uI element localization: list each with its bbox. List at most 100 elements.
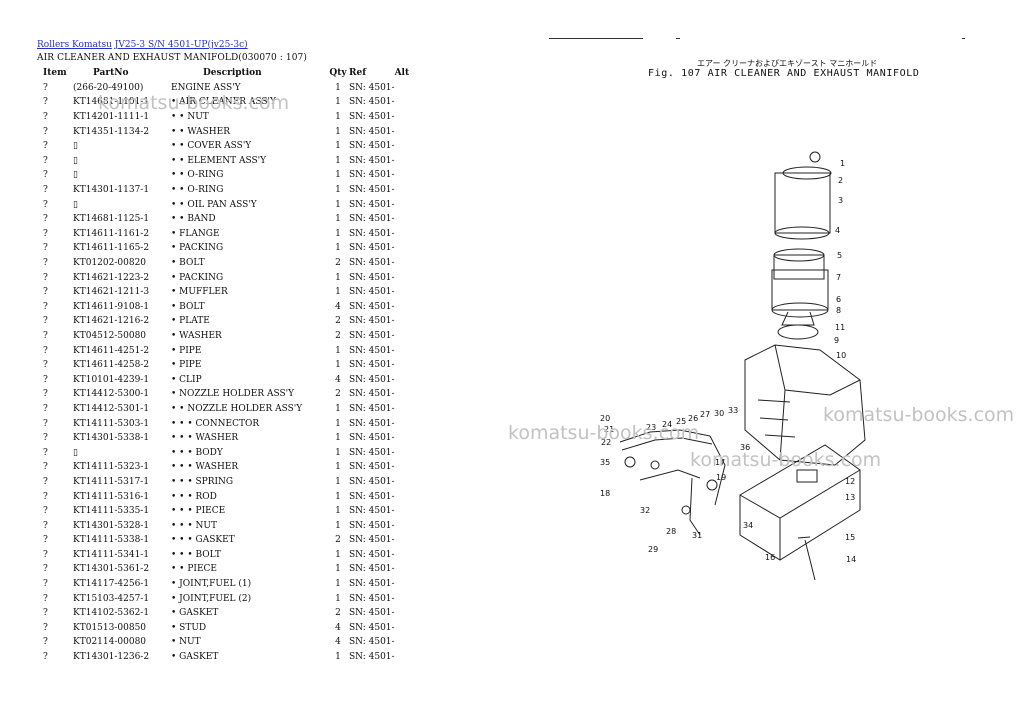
table-header-row: Item PartNo Description Qty Ref Alt	[37, 66, 415, 81]
row-item: ?	[43, 403, 48, 414]
row-qty: 1	[335, 491, 341, 502]
row-qty: 4	[335, 637, 341, 648]
row-item: ?	[43, 170, 48, 181]
row-description: • • • ROD	[171, 491, 217, 502]
row-item: ?	[43, 141, 48, 152]
row-ref: SN: 4501-	[349, 126, 395, 137]
row-description: • MUFFLER	[171, 287, 228, 298]
callout-label: 19	[716, 473, 726, 482]
row-partno: KT14111-5335-1	[73, 506, 150, 517]
row-qty: 1	[335, 287, 341, 298]
row-ref: SN: 4501-	[349, 389, 395, 400]
callout-label: 22	[601, 438, 611, 447]
row-partno: KT01513-00850	[73, 622, 147, 633]
row-item: ?	[43, 126, 48, 137]
row-qty: 4	[335, 301, 341, 312]
callout-label: 6	[836, 295, 841, 304]
row-item: ?	[43, 608, 48, 619]
row-alt	[395, 314, 415, 329]
callout-label: 27	[700, 410, 710, 419]
row-ref: SN: 4501-	[349, 185, 395, 196]
row-description: • • COVER ASS'Y	[171, 141, 252, 152]
row-item: ?	[43, 287, 48, 298]
row-alt	[395, 168, 415, 183]
row-item: ?	[43, 549, 48, 560]
row-item: ?	[43, 330, 48, 341]
row-alt	[395, 95, 415, 110]
row-item: ?	[43, 579, 48, 590]
row-qty: 1	[335, 447, 341, 458]
callout-label: 20	[600, 414, 610, 423]
row-item: ?	[43, 214, 48, 225]
callout-label: 13	[845, 493, 855, 502]
breadcrumb-link-models[interactable]: Rollers Komatsu	[37, 40, 112, 50]
row-qty: 2	[335, 608, 341, 619]
row-item: ?	[43, 82, 48, 93]
row-ref: SN: 4501-	[349, 155, 395, 166]
row-alt	[395, 212, 415, 227]
row-partno: ▯	[73, 199, 78, 210]
row-description: • • ELEMENT ASS'Y	[171, 155, 267, 166]
callout-label: 15	[845, 533, 855, 542]
row-description: • GASKET	[171, 608, 219, 619]
row-alt	[395, 81, 415, 96]
row-partno: KT14412-5301-1	[73, 403, 150, 414]
row-ref: SN: 4501-	[349, 243, 395, 254]
row-partno: KT14611-1161-2	[73, 228, 150, 239]
row-qty: 1	[335, 520, 341, 531]
row-partno: KT14111-5303-1	[73, 418, 150, 429]
header-ref: Ref	[349, 68, 367, 79]
row-ref: SN: 4501-	[349, 112, 395, 123]
row-partno: KT14111-5316-1	[73, 491, 150, 502]
air-cleaner-assembly	[771, 151, 832, 340]
row-alt	[395, 300, 415, 315]
muffler	[739, 444, 861, 561]
row-partno: KT14301-5338-1	[73, 433, 150, 444]
row-item: ?	[43, 476, 48, 487]
row-ref: SN: 4501-	[349, 214, 395, 225]
row-description: • • OIL PAN ASS'Y	[171, 199, 257, 210]
row-partno: KT14681-1101-1	[73, 97, 150, 108]
row-qty: 2	[335, 389, 341, 400]
header-description: Description	[203, 68, 262, 79]
header-item: Item	[43, 68, 67, 79]
row-alt	[395, 635, 415, 650]
row-alt	[395, 358, 415, 373]
row-partno: KT14611-1165-2	[73, 243, 150, 254]
callout-label: 5	[837, 251, 842, 260]
breadcrumb-link-model[interactable]: JV25-3 S/N 4501-UP(jv25-3c)	[114, 40, 248, 50]
row-alt	[395, 416, 415, 431]
row-description: • STUD	[171, 622, 207, 633]
row-description: • • O-RING	[171, 170, 224, 181]
callout-label: 11	[835, 323, 845, 332]
row-alt	[395, 460, 415, 475]
row-ref: SN: 4501-	[349, 447, 395, 458]
row-description: • • • BODY	[171, 447, 223, 458]
row-partno: KT14301-5361-2	[73, 564, 150, 575]
row-ref: SN: 4501-	[349, 593, 395, 604]
callout-label: 16	[765, 553, 775, 562]
row-description: • • • BOLT	[171, 549, 221, 560]
row-alt	[395, 606, 415, 621]
row-alt	[395, 650, 415, 665]
row-qty: 1	[335, 462, 341, 473]
row-partno: KT14201-1111-1	[73, 112, 150, 123]
